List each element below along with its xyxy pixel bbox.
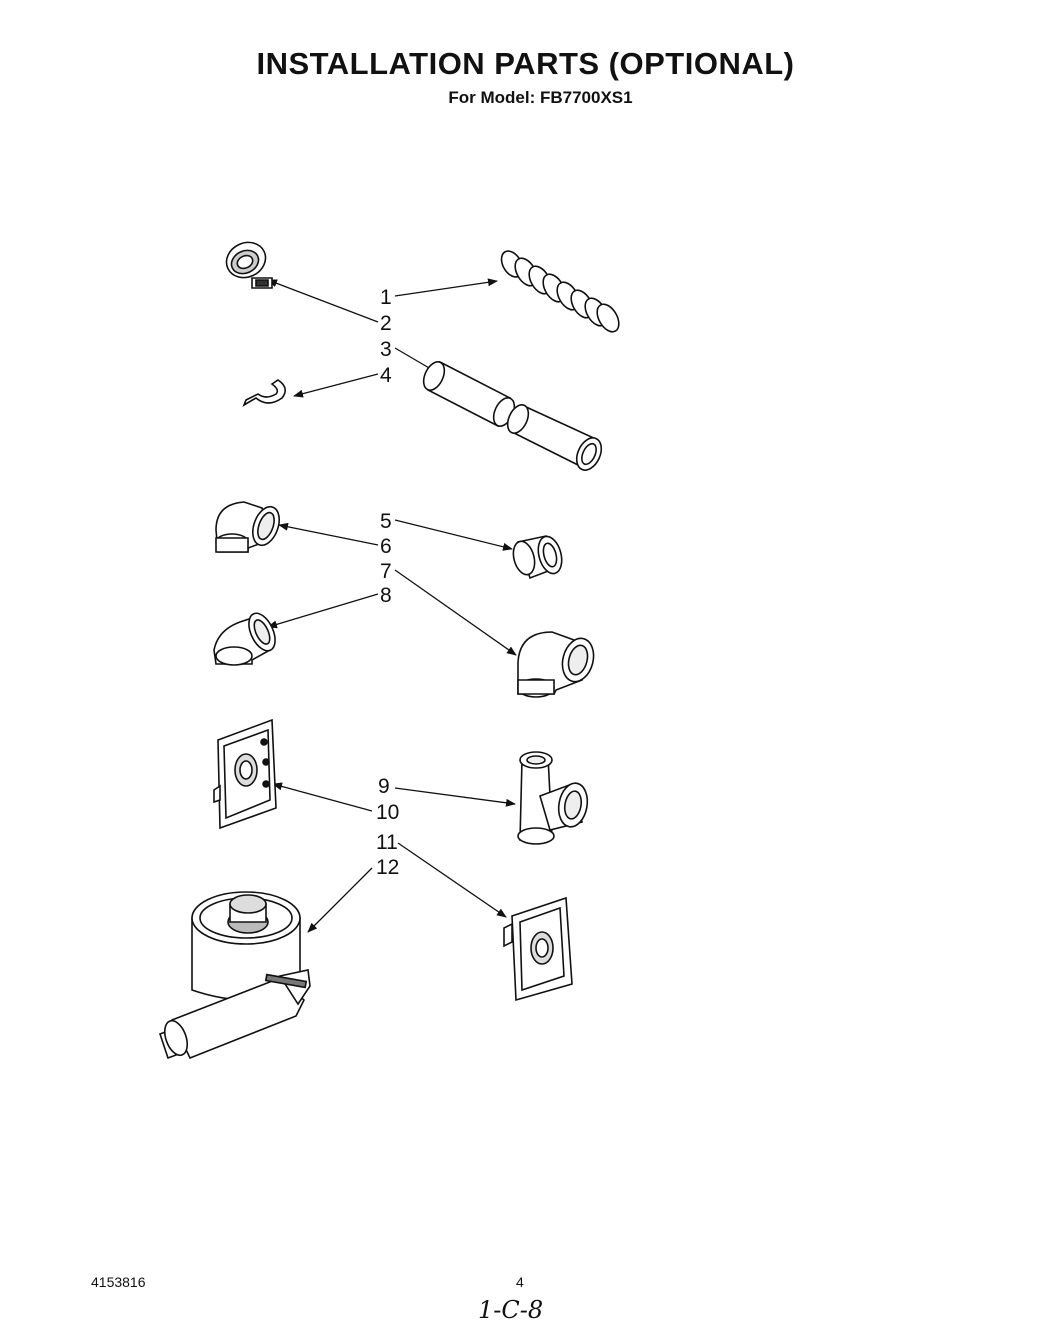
leader-12 (307, 868, 372, 933)
callout-10: 10 (376, 801, 400, 824)
leader-8 (267, 594, 378, 629)
callout-8: 8 (380, 584, 392, 607)
page-number: 4 (516, 1274, 524, 1290)
part-7-90-degree-elbow-icon (518, 632, 598, 697)
document-number: 4153816 (91, 1274, 146, 1290)
callout-7: 7 (380, 560, 392, 583)
part-9-tee-fitting-icon (518, 752, 591, 844)
part-3-rigid-duct-icon (420, 359, 607, 474)
page-title: INSTALLATION PARTS (OPTIONAL) (256, 46, 795, 81)
leader-9 (395, 788, 516, 807)
callout-9: 9 (378, 775, 390, 798)
leader-4 (293, 374, 378, 398)
leader-7 (395, 570, 517, 656)
leader-10 (272, 782, 372, 811)
callout-3: 3 (380, 338, 392, 361)
leader-2 (267, 280, 378, 322)
leader-6 (278, 522, 378, 545)
part-8-45-degree-elbow-icon (214, 609, 280, 665)
callout-12: 12 (376, 856, 400, 879)
callout-1: 1 (380, 286, 392, 309)
callout-6: 6 (380, 535, 392, 558)
callout-4: 4 (380, 364, 392, 387)
part-12-sealant-kit-icon (160, 892, 310, 1058)
part-6-elbow-icon (216, 502, 284, 552)
callout-11: 11 (376, 831, 398, 854)
part-11-wall-plate-icon (504, 898, 572, 1000)
part-1-flexible-duct-icon (497, 247, 623, 335)
leader-5 (395, 520, 513, 551)
handwritten-page-code: 1-C-8 (478, 1296, 544, 1324)
model-subtitle: For Model: FB7700XS1 (448, 88, 633, 107)
leader-11 (398, 843, 507, 918)
part-2-clamp-icon (221, 236, 272, 288)
part-4-strap-clamp-icon (244, 380, 285, 405)
part-5-coupling-icon (510, 534, 566, 578)
leader-1 (395, 278, 498, 296)
callout-5: 5 (380, 510, 392, 533)
part-10-wall-plate-icon (214, 720, 276, 828)
callout-2: 2 (380, 312, 392, 335)
